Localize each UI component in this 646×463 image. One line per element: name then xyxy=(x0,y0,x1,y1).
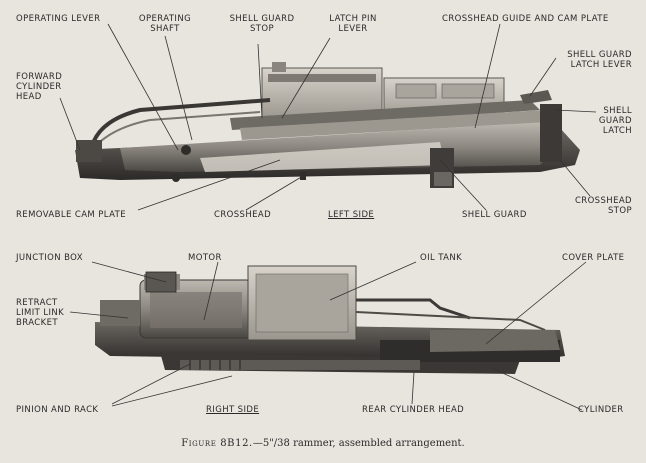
top-photo xyxy=(75,62,580,188)
label-removable-cam-plate: REMOVABLE CAM PLATE xyxy=(16,210,127,220)
label-operating-lever: OPERATING LEVER xyxy=(16,14,101,24)
caption-figure-number: Figure 8B12. xyxy=(181,438,253,449)
label-pinion-and-rack: PINION AND RACK xyxy=(16,405,99,415)
figure-caption: Figure 8B12.—5"/38 rammer, assembled arr… xyxy=(0,438,646,449)
label-operating-shaft: OPERATING SHAFT xyxy=(138,14,192,34)
label-shell-guard-latch: SHELL GUARD LATCH xyxy=(598,106,632,136)
label-oil-tank: OIL TANK xyxy=(420,253,463,263)
label-junction-box: JUNCTION BOX xyxy=(16,253,83,263)
label-shell-guard-latch-lever: SHELL GUARD LATCH LEVER xyxy=(567,50,632,70)
label-forward-cylinder-head: FORWARD CYLINDER HEAD xyxy=(16,72,63,102)
label-right-side: RIGHT SIDE xyxy=(206,405,260,415)
label-motor: MOTOR xyxy=(188,253,222,263)
top-leader-lines xyxy=(59,23,597,211)
label-rear-cylinder-head: REAR CYLINDER HEAD xyxy=(362,405,465,415)
label-left-side: LEFT SIDE xyxy=(328,210,375,220)
label-shell-guard-stop: SHELL GUARD STOP xyxy=(229,14,295,34)
label-crosshead-guide-cam-plate: CROSSHEAD GUIDE AND CAM PLATE xyxy=(442,14,609,24)
label-shell-guard: SHELL GUARD xyxy=(462,210,527,220)
bottom-photo xyxy=(95,265,565,374)
label-latch-pin-lever: LATCH PIN LEVER xyxy=(329,14,377,34)
label-crosshead-stop: CROSSHEAD STOP xyxy=(574,196,632,216)
label-retract-limit-link-bracket: RETRACT LIMIT LINK BRACKET xyxy=(16,298,65,328)
bottom-leader-lines xyxy=(69,261,587,411)
label-cylinder: CYLINDER xyxy=(578,405,624,415)
caption-text: —5"/38 rammer, assembled arrangement. xyxy=(252,438,465,449)
label-crosshead: CROSSHEAD xyxy=(214,210,272,220)
label-cover-plate: COVER PLATE xyxy=(562,253,625,263)
